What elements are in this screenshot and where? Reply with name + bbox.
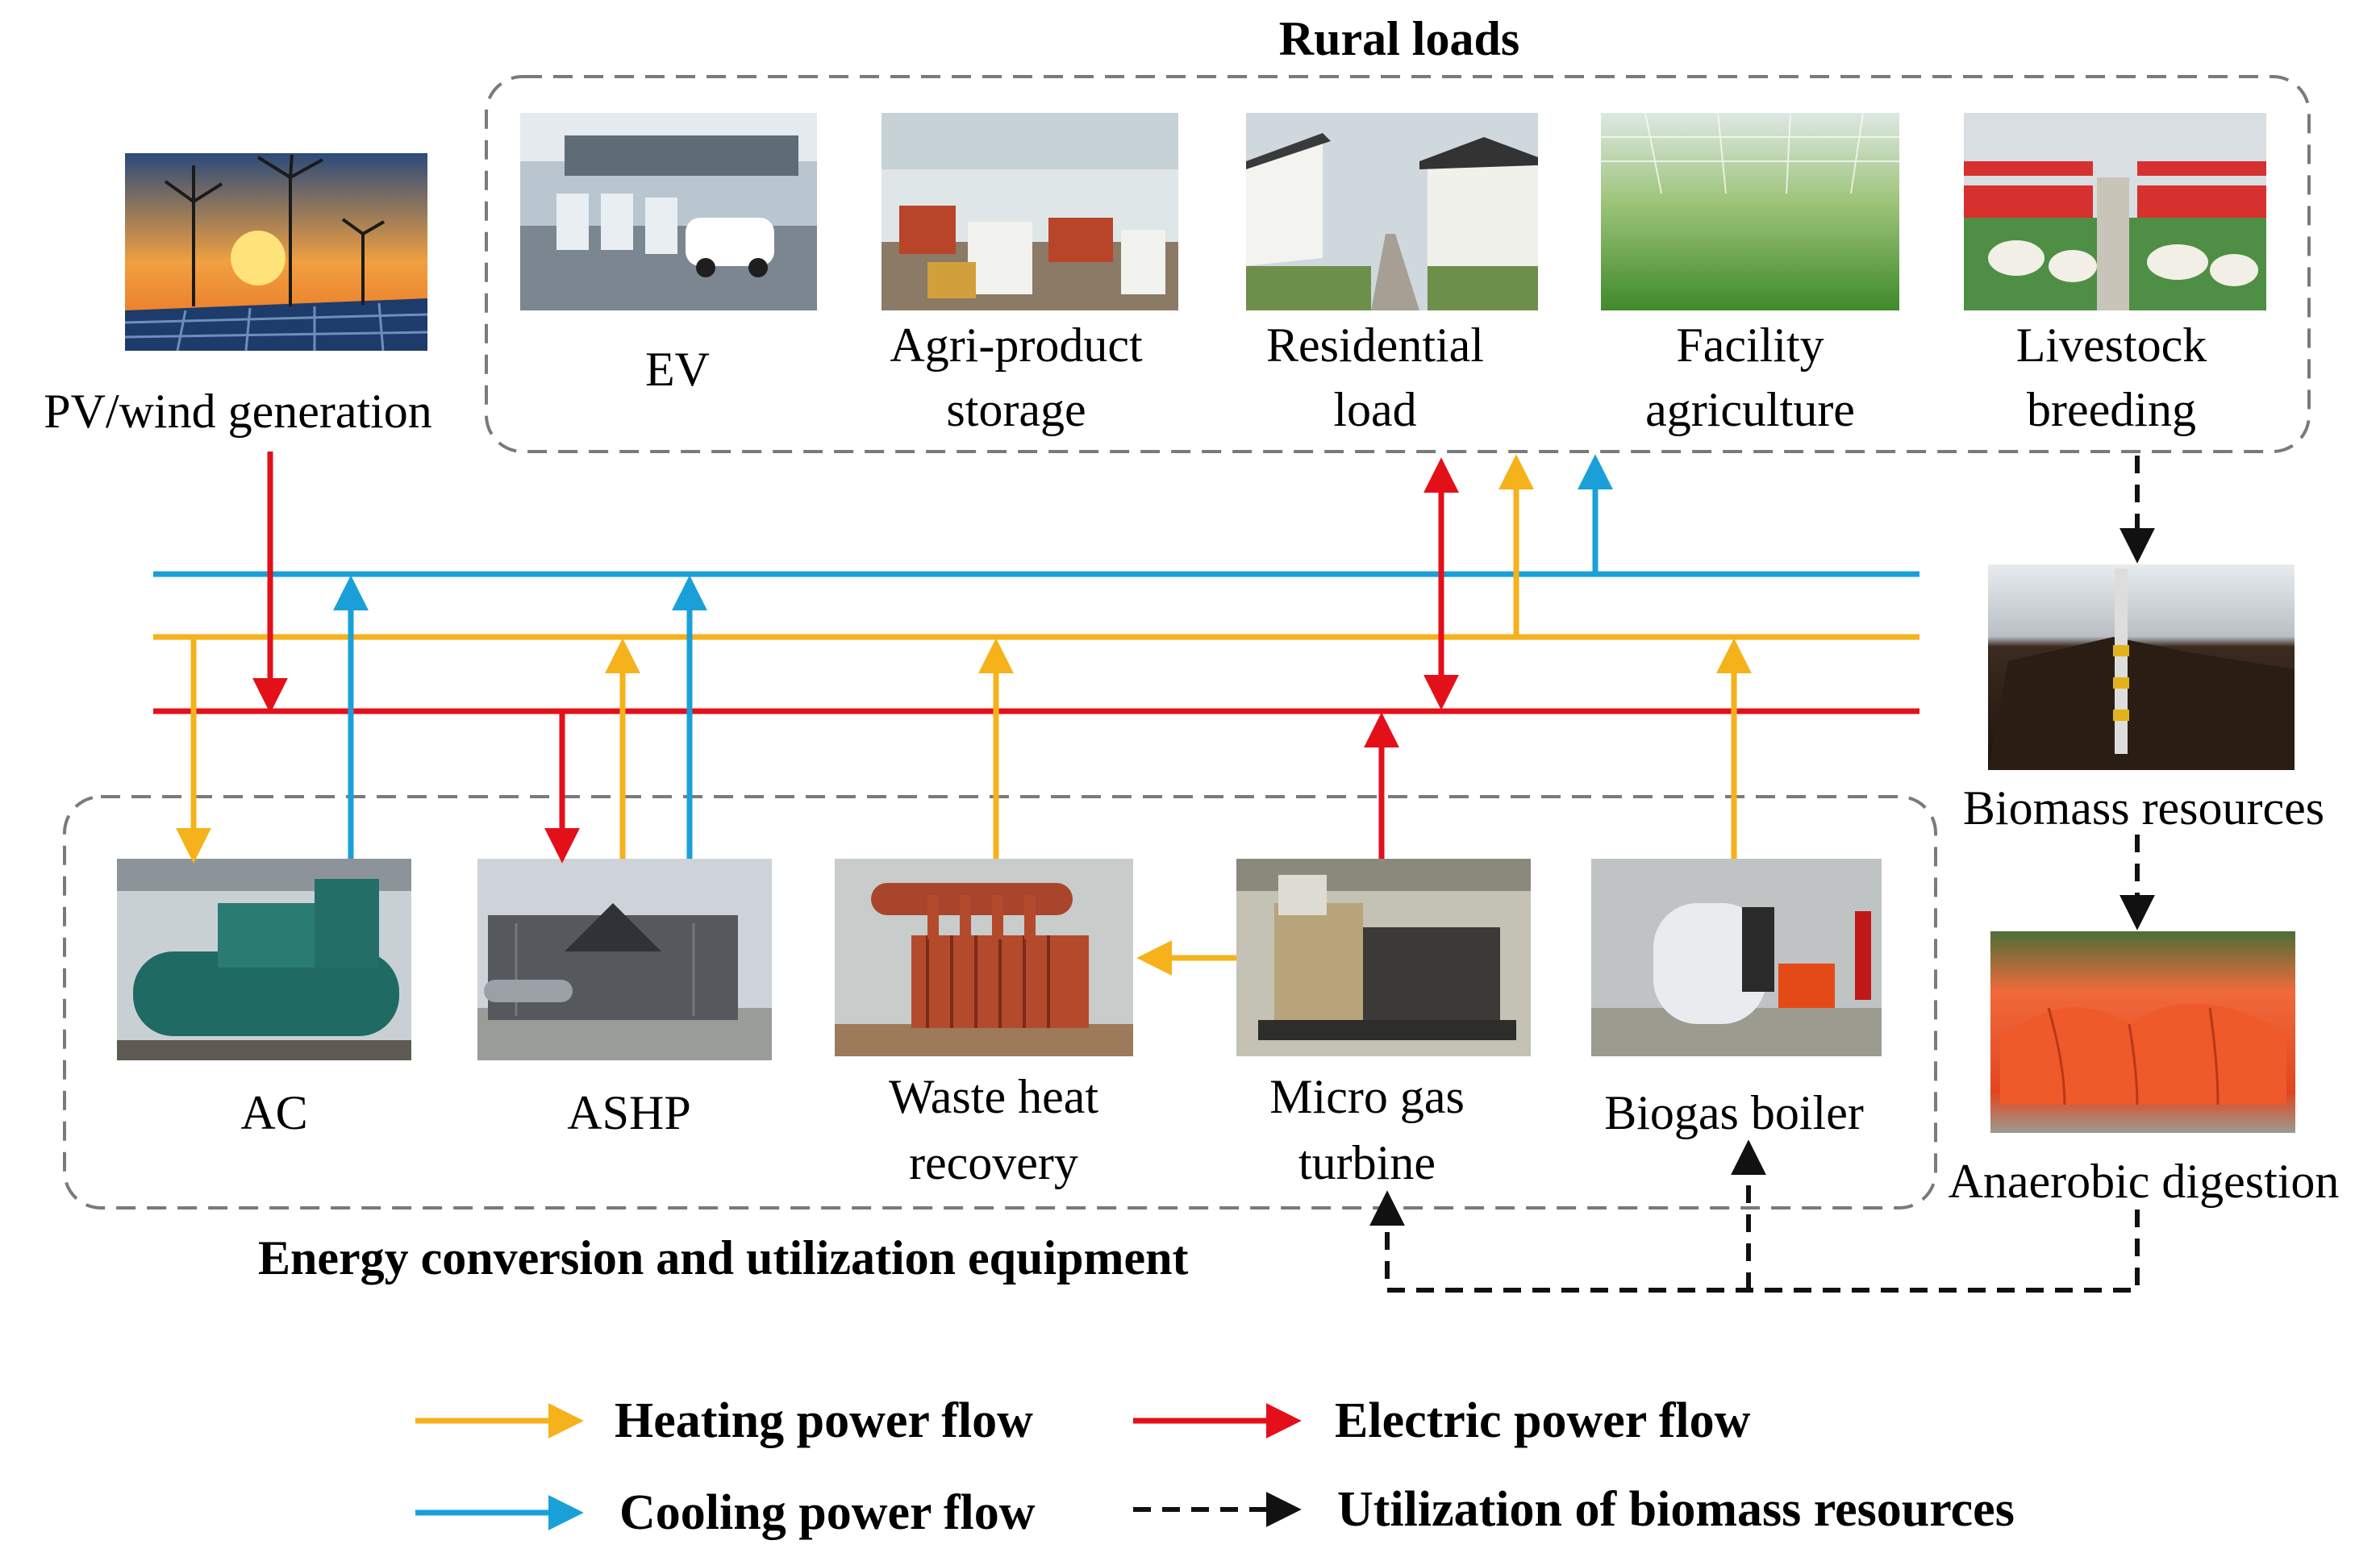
agri-storage-label-2: storage xyxy=(946,383,1086,436)
legend-biomass-label: Utilization of biomass resources xyxy=(1337,1482,2015,1537)
ev-label: EV xyxy=(645,343,710,396)
equipment-title: Energy conversion and utilization equipm… xyxy=(258,1231,1188,1284)
legend-cooling-label: Cooling power flow xyxy=(619,1485,1036,1540)
legend-electric-label: Electric power flow xyxy=(1335,1393,1751,1448)
ev-photo xyxy=(520,113,817,310)
anaerobic-label: Anaerobic digestion xyxy=(1949,1155,2340,1208)
anaerobic-photo xyxy=(1990,931,2295,1133)
pv-wind-photo xyxy=(124,153,428,352)
ac-photo xyxy=(117,859,411,1060)
waste-heat-label-1: Waste heat xyxy=(889,1070,1098,1123)
micro-gas-turbine-label-1: Micro gas xyxy=(1269,1070,1465,1123)
residential-label-1: Residential xyxy=(1266,319,1484,372)
biogas-boiler-label: Biogas boiler xyxy=(1604,1086,1864,1139)
micro-gas-turbine-photo xyxy=(1236,859,1531,1056)
anaerobic-to-turbine-arrow xyxy=(1369,1190,2140,1293)
livestock-photo xyxy=(1964,113,2266,310)
livestock-label-1: Livestock xyxy=(2016,319,2207,372)
agri-storage-photo xyxy=(882,113,1178,310)
facility-label-1: Facility xyxy=(1676,319,1824,372)
legend-heating-label: Heating power flow xyxy=(615,1393,1033,1448)
biomass-label: Biomass resources xyxy=(1963,781,2324,835)
rural-loads-title: Rural loads xyxy=(1279,12,1519,65)
ashp-photo xyxy=(477,859,772,1060)
ac-label: AC xyxy=(240,1086,307,1139)
biomass-photo xyxy=(1988,564,2295,770)
waste-heat-photo xyxy=(835,859,1133,1056)
livestock-label-2: breeding xyxy=(2027,383,2196,436)
agri-storage-label-1: Agri-product xyxy=(890,319,1143,372)
micro-gas-turbine-label-2: turbine xyxy=(1298,1136,1436,1189)
residential-label-2: load xyxy=(1333,383,1416,436)
residential-photo xyxy=(1246,113,1538,310)
pv-wind-label: PV/wind generation xyxy=(44,385,432,438)
biogas-boiler-photo xyxy=(1591,859,1882,1056)
facility-label-2: agriculture xyxy=(1645,383,1855,436)
ashp-label: ASHP xyxy=(567,1086,690,1139)
waste-heat-label-2: recovery xyxy=(909,1136,1078,1189)
facility-agriculture-photo xyxy=(1601,112,1899,310)
equipment-frame xyxy=(63,795,1937,1210)
rural-loads-frame xyxy=(485,75,2311,453)
